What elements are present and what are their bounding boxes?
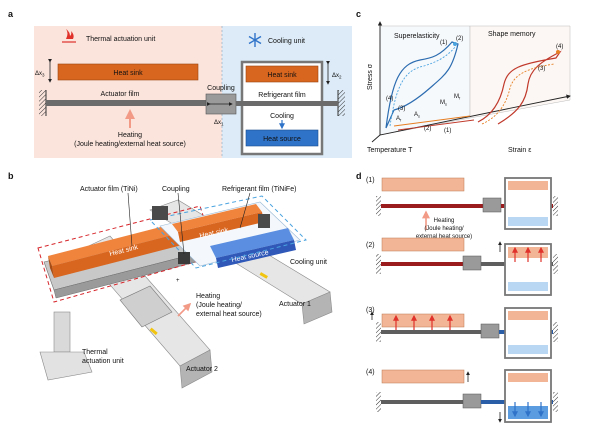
heat-sink-right [245,65,319,83]
superelastic-loop [385,41,459,129]
step-1-label: (1) [366,177,375,184]
marker-4-sup: (4) [386,96,393,102]
cooling-unit-title: Cooling unit [268,38,305,45]
shape-memory-loop [477,50,562,125]
ms-label: Ms [440,100,447,107]
actuator-film-label-b: Actuator film (TiNi) [80,186,138,193]
dx1-label: Δx1 [214,120,224,127]
heat-source [245,129,319,147]
refrigerant-film-label-b: Refrigerant film (TiNiFe) [222,186,296,193]
heating-label-a: Heating [118,132,142,139]
clamp-2 [258,214,270,228]
cooling-label: Cooling [270,113,294,120]
marker-1-sup: (1) [440,40,447,46]
step-2-label: (2) [366,242,375,249]
actuator-1-label: Actuator 1 [279,301,311,308]
coupling-b [178,252,190,264]
step-3-label: (3) [366,307,375,314]
clamp-1 [152,206,168,220]
coupling-label: Coupling [207,85,235,92]
superelasticity-label: Superelasticity [394,33,440,40]
heat-sink-left-label: Heat sink [113,70,143,77]
heat-source-label: Heat source [263,136,301,143]
cooling-unit-outline [149,195,307,269]
actuator-2-label: Actuator 2 [186,366,218,373]
marker-4-sm: (4) [556,44,563,50]
heat-sink-left [57,63,199,81]
step-2: (2) [366,237,558,296]
superelastic-plane [379,25,471,136]
actuator-film-label: Actuator film [101,91,140,98]
heating-detail-b1: (Joule heating/ [196,302,242,309]
thermal-unit-background [34,26,222,158]
actuator-film [46,100,206,106]
as-label: As [414,112,420,119]
marker-3-sup: (3) [398,106,405,112]
af-label: Af [396,116,402,123]
marker-2-sup: (2) [456,36,463,42]
heating-label-b: Heating [196,293,220,300]
point-4-sm [556,50,560,54]
stress-axis-label: Stress σ [367,63,374,90]
panel-c: c Stress σ Temperature T Strain ε Supere… [356,9,571,154]
temperature-axis-label: Temperature T [367,147,413,154]
cooling-unit-label-b: Cooling unit [290,259,327,266]
heating-detail-d2: external heat source) [416,234,472,240]
heating-detail-a: (Joule heating/external heat source) [74,141,186,148]
step-3: (3) [366,307,558,359]
panel-b-letter: b [8,171,14,181]
panel-d-letter: d [356,171,362,181]
snowflake-icon [248,33,262,47]
stand-base [39,311,93,381]
refrigerant-film [236,101,332,106]
heating-detail-d1: (Joule heating/ [424,226,464,232]
heat-sink-block-b1 [48,222,186,278]
marker-1-bottom: (1) [444,128,451,134]
left-wall [39,90,46,116]
step-1: (1) Heating (Joule heating/ external hea… [366,177,558,240]
plus-sign-b: + [176,278,180,284]
dx2-label: Δx2 [332,73,342,80]
strain-axis-label: Strain ε [508,147,531,154]
coupling-label-b: Coupling [162,186,190,193]
thermal-unit-title: Thermal actuation unit [86,36,155,43]
temperature-axis [371,134,381,143]
panel-d: d (1) Heating (Joule heating/ external h… [356,171,558,423]
panel-b: b Heat sink [8,171,333,389]
heating-label-d: Heating [434,218,455,224]
thermal-unit-label-b1: Thermal [82,349,108,356]
dx3-label: Δx3 [35,71,45,78]
marker-3-sm: (3) [538,66,545,72]
marker-2-bottom: (2) [424,126,431,132]
step-4-label: (4) [366,369,375,376]
heat-sink-right-label: Heat sink [267,72,297,79]
point-2-sup [453,42,457,46]
shape-memory-label: Shape memory [488,31,536,38]
refrigerant-film-label: Refrigerant film [258,92,306,99]
panel-c-letter: c [356,9,361,19]
step-4: (4) [366,369,558,423]
right-wall [338,90,345,116]
mf-label: Mf [454,94,461,101]
thermal-unit-label-b2: actuation unit [82,358,124,365]
panel-a-letter: a [8,9,14,19]
shape-memory-plane [469,25,571,119]
flame-icon [62,29,76,43]
panel-a: a Thermal actuation unit Cooling unit He… [8,9,352,158]
heating-detail-b2: external heat source) [196,311,262,318]
